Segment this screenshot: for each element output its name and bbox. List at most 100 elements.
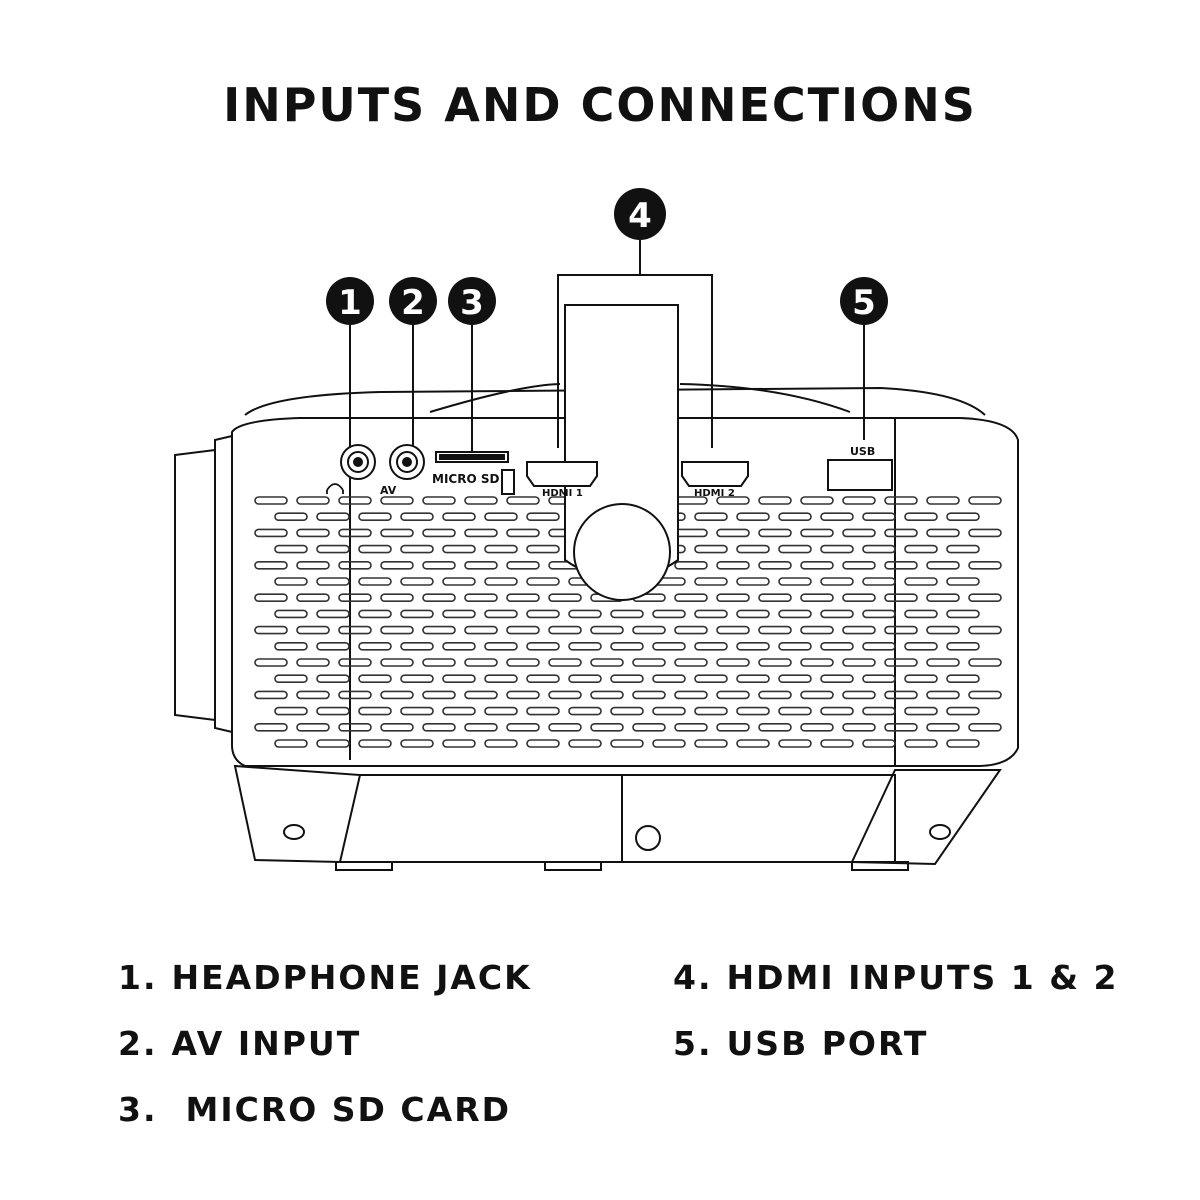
vent-slot: [946, 641, 980, 651]
vent-slot: [800, 658, 834, 667]
vent-slot: [820, 544, 854, 554]
vent-slot: [274, 577, 308, 586]
vent-slot: [506, 593, 540, 603]
vent-slot: [884, 625, 918, 635]
vent-slot: [274, 512, 308, 522]
vent-slot: [400, 577, 434, 586]
vent-slot: [904, 739, 938, 748]
vent-slot: [526, 512, 560, 522]
vent-slot: [400, 512, 434, 522]
projector-diagram: AV MICRO SD HDMI 1 HDMI 2 USB 1 2 3 4 5: [174, 188, 1019, 871]
vent-slot: [400, 641, 434, 651]
legend-number: 1.: [118, 958, 158, 997]
vent-slot: [820, 512, 854, 522]
vent-slot: [904, 609, 938, 619]
vent-slot: [484, 577, 518, 586]
vent-slot: [694, 512, 728, 522]
side-screw-right: [929, 824, 951, 840]
vent-slot: [736, 577, 770, 586]
vent-slot: [842, 560, 876, 570]
foot-center: [544, 861, 602, 871]
vent-slot: [694, 641, 728, 651]
vent-slot: [400, 739, 434, 748]
vent-slot: [548, 722, 582, 732]
vent-slot: [674, 690, 708, 700]
vent-slot: [506, 722, 540, 732]
vent-slot: [400, 544, 434, 554]
vent-slot: [694, 609, 728, 619]
vent-slot: [968, 722, 1002, 732]
vent-slot: [778, 706, 812, 716]
marker-1: 1: [326, 277, 374, 325]
vent-slot: [296, 690, 330, 700]
vent-slot: [694, 674, 728, 684]
vent-slot: [946, 512, 980, 522]
vent-slot: [778, 609, 812, 619]
vent-slot: [568, 674, 602, 684]
vent-slot: [926, 625, 960, 635]
hdmi1-port: [526, 461, 598, 487]
base-center: [340, 774, 896, 863]
vent-slot: [820, 674, 854, 684]
vent-slot: [820, 739, 854, 748]
vent-slot: [968, 593, 1002, 603]
marker-5-number: 5: [852, 283, 876, 323]
vent-slot: [484, 544, 518, 554]
vent-slot: [778, 544, 812, 554]
vent-slot: [254, 722, 288, 732]
foot-left: [335, 861, 393, 871]
vent-slot: [358, 577, 392, 586]
vent-slot: [946, 674, 980, 684]
vent-slot: [338, 496, 372, 505]
vent-slot: [442, 577, 476, 586]
vent-slot: [400, 609, 434, 619]
vent-slot: [904, 674, 938, 684]
vent-slot: [842, 528, 876, 538]
vent-slot: [736, 544, 770, 554]
vent-slot: [526, 706, 560, 716]
vent-slot: [464, 496, 498, 505]
vent-slot: [422, 658, 456, 667]
vent-slot: [632, 625, 666, 635]
vent-slot: [400, 706, 434, 716]
vent-slot: [442, 512, 476, 522]
vent-slot: [652, 641, 686, 651]
vent-slot: [884, 528, 918, 538]
vent-slot: [484, 609, 518, 619]
vent-slot: [820, 577, 854, 586]
vent-slot: [884, 690, 918, 700]
vent-slot: [358, 512, 392, 522]
vent-slot: [338, 560, 372, 570]
vent-slot: [694, 577, 728, 586]
vent-slot: [316, 577, 350, 586]
vent-slot: [736, 674, 770, 684]
vent-slot: [820, 706, 854, 716]
vent-slot: [296, 658, 330, 667]
vent-slot: [968, 560, 1002, 570]
legend-label: HEADPHONE JACK: [171, 958, 532, 997]
vent-slot: [674, 625, 708, 635]
vent-slot: [800, 593, 834, 603]
sd-key: [501, 469, 515, 495]
micro-sd-label: MICRO SD: [432, 472, 499, 486]
vent-slot: [464, 690, 498, 700]
vent-slot: [296, 560, 330, 570]
vent-slot: [716, 496, 750, 505]
vent-slot: [358, 739, 392, 748]
vent-slot: [526, 544, 560, 554]
vent-slot: [380, 560, 414, 570]
vent-slot: [316, 609, 350, 619]
vent-slot: [590, 722, 624, 732]
vent-slot: [884, 560, 918, 570]
hdmi2-port: [681, 461, 749, 487]
vent-slot: [820, 609, 854, 619]
vent-slot: [862, 739, 896, 748]
vent-slot: [778, 512, 812, 522]
vent-slot: [274, 674, 308, 684]
hdmi2-label: HDMI 2: [694, 488, 735, 499]
vent-slot: [358, 706, 392, 716]
vent-slot: [590, 690, 624, 700]
vent-slot: [296, 528, 330, 538]
vent-slot: [842, 496, 876, 505]
vent-slot: [464, 625, 498, 635]
